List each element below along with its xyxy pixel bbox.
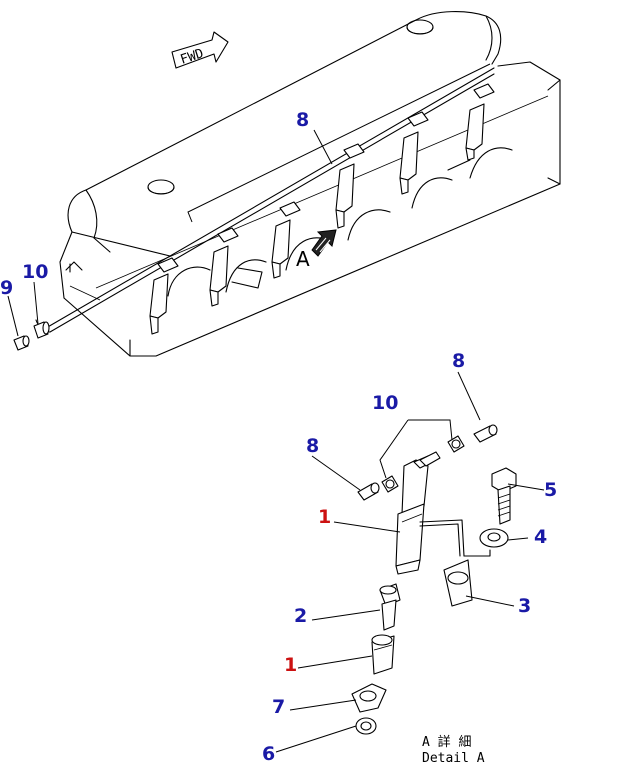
detail-caption-jp: A 詳 細 — [422, 734, 471, 750]
part-6-seal — [355, 717, 377, 735]
injector — [209, 227, 239, 307]
callout-7: 7 — [272, 696, 285, 718]
callout-3: 3 — [518, 595, 531, 617]
callout-2: 2 — [294, 605, 307, 627]
callout-10-top: 10 — [22, 261, 48, 283]
fuel-return-pipe — [35, 67, 495, 333]
callout-8-right: 8 — [452, 350, 465, 372]
part-1-retaining-nut — [371, 634, 395, 675]
part-7-gasket — [351, 683, 387, 713]
part-5-bolt — [491, 467, 517, 525]
part-3-clamp — [419, 519, 491, 607]
callout-8-top: 8 — [296, 109, 309, 131]
injector — [465, 83, 495, 161]
callout-1-upper: 1 — [318, 506, 331, 528]
injector — [399, 111, 429, 195]
injector — [271, 201, 301, 279]
fwd-direction-tag: FWD — [171, 31, 229, 69]
injector — [149, 257, 179, 335]
callout-6: 6 — [262, 743, 275, 765]
callout-8-left: 8 — [306, 435, 319, 457]
fwd-label: FWD — [179, 46, 206, 68]
callout-1-lower: 1 — [284, 654, 297, 676]
injector — [335, 143, 365, 229]
part-4-washer — [479, 528, 509, 548]
leader-lines — [7, 63, 545, 753]
part-8-sleeve-right — [473, 424, 498, 443]
part-10-nut — [33, 321, 50, 339]
view-arrow-icon — [311, 229, 337, 257]
cylinder-head-cover: FWD — [59, 11, 502, 299]
part-10-nut-detail — [447, 435, 465, 453]
callout-10-detail: 10 — [372, 392, 398, 414]
callout-9: 9 — [0, 277, 13, 299]
detail-caption-en: Detail A — [422, 751, 485, 766]
injectors-installed — [149, 83, 495, 335]
detail-caption: A 詳 細 Detail A — [422, 734, 485, 766]
callout-labels: 8 9 10 8 10 8 5 1 4 3 2 1 7 6 — [0, 109, 557, 765]
view-marker-a: A — [296, 247, 310, 271]
part-10-nut-detail — [381, 475, 399, 493]
part-9-plug — [13, 335, 30, 351]
callout-4: 4 — [534, 526, 547, 548]
part-2-nozzle — [379, 583, 401, 631]
part-1-injector-body — [395, 451, 441, 575]
cylinder-head-block: A — [63, 61, 561, 357]
part-8-sleeve-left — [357, 482, 380, 501]
callout-5: 5 — [544, 479, 557, 501]
